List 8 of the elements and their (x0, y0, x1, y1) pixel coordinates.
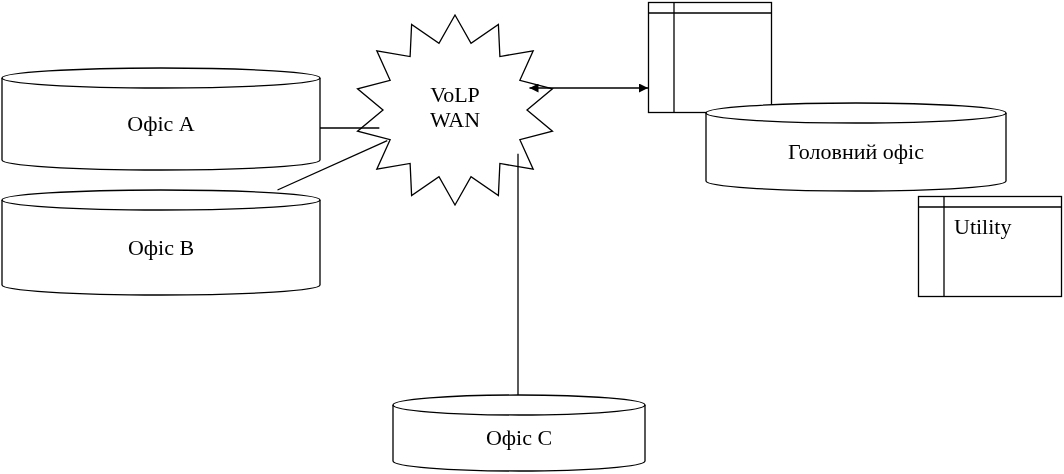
node-label: VoLP WAN (428, 82, 482, 133)
arrow (528, 83, 649, 93)
connector-line (517, 153, 519, 396)
node-label: Офіс B (126, 234, 196, 260)
node-label: Utility (954, 214, 1012, 240)
node-label: Головний офіс (787, 139, 925, 165)
node-label: Офіс A (126, 111, 196, 137)
node-label: Офіс C (484, 425, 554, 451)
